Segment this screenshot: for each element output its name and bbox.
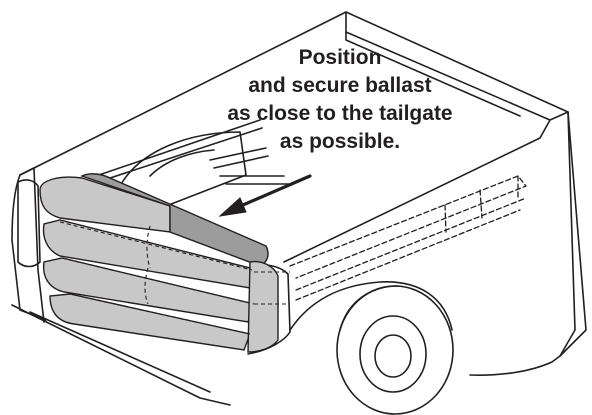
sandbag-seam-4 — [146, 225, 151, 269]
ballast-sandbags — [39, 173, 290, 353]
rear-wheel-hub — [374, 334, 412, 378]
bed-bottom-inner — [29, 311, 211, 393]
sandbag-seam-3 — [69, 293, 251, 335]
rear-wheel-tire — [336, 285, 454, 415]
bed-bottom-edge — [11, 304, 231, 406]
tailgate-inner-edge — [19, 167, 45, 323]
bed-side-lower — [559, 111, 576, 357]
floor-rib-1 — [95, 119, 261, 177]
arrow-icon — [218, 174, 312, 217]
bed-body-outline — [19, 11, 587, 376]
sandbag-seam-1 — [59, 221, 253, 271]
ballast-instruction-text: Position and secure ballast as close to … — [170, 44, 510, 156]
tail-light-outline — [17, 179, 41, 268]
hidden-support — [444, 189, 483, 233]
instruction-line-2: and secure ballast — [248, 74, 432, 97]
hidden-rail-bottom — [295, 197, 527, 301]
bed-side-rail — [283, 119, 551, 263]
sandbag-front-face — [247, 260, 279, 353]
instruction-line-3: as close to the tailgate — [227, 102, 453, 125]
instruction-line-1: Position — [298, 46, 382, 69]
rear-wheel-tread — [339, 285, 399, 331]
rear-wheel-rim — [359, 315, 427, 393]
sandbag-seam-2 — [61, 257, 255, 305]
bed-front-wall-inner — [345, 31, 521, 117]
instruction-line-4: as possible. — [279, 130, 401, 153]
floor-rib-4 — [213, 155, 269, 169]
floor-rib-3 — [209, 147, 267, 161]
floor-rib-2 — [103, 127, 263, 181]
hidden-rail-top — [289, 175, 527, 279]
sandbag-seam-5 — [144, 267, 149, 305]
wheel-arch — [289, 281, 453, 331]
bed-front-wall — [345, 11, 569, 121]
wheel-hump-ridge — [149, 149, 215, 177]
